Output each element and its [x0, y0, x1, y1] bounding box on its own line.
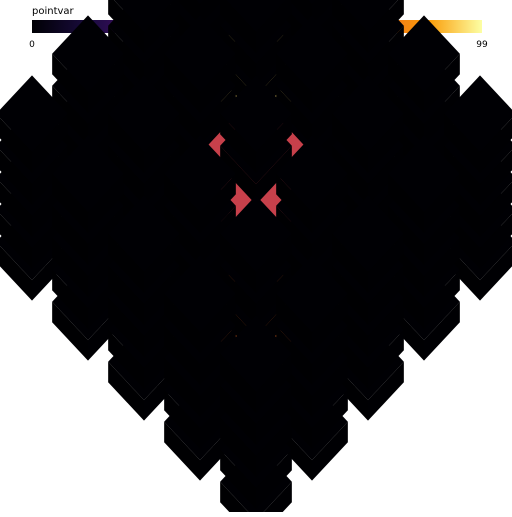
- voxel: [220, 195, 292, 293]
- voxel: [444, 75, 512, 173]
- voxel: [164, 15, 236, 113]
- voxel: [276, 255, 348, 353]
- colorbar-title: pointvar: [32, 6, 74, 17]
- colorbar-tick-label: 99: [476, 40, 488, 50]
- voxel: [177, 0, 223, 25]
- voxel: [108, 75, 180, 173]
- voxel: [108, 195, 180, 293]
- voxel: [164, 135, 236, 233]
- voxel: [289, 0, 335, 25]
- voxel: [276, 15, 348, 113]
- voxel: [220, 0, 292, 53]
- voxel: [388, 135, 460, 233]
- voxel: [108, 0, 180, 53]
- voxel: [276, 135, 348, 233]
- voxel: [332, 75, 404, 173]
- voxel: [332, 195, 404, 293]
- voxel: [388, 15, 460, 113]
- voxel: [52, 15, 124, 113]
- voxel: [0, 75, 68, 173]
- voxel: [220, 75, 292, 173]
- colorbar-tick-label: 0: [29, 40, 35, 50]
- voxel: [164, 255, 236, 353]
- voxel: [52, 135, 124, 233]
- voxel: [332, 0, 404, 53]
- voxel: [220, 315, 292, 413]
